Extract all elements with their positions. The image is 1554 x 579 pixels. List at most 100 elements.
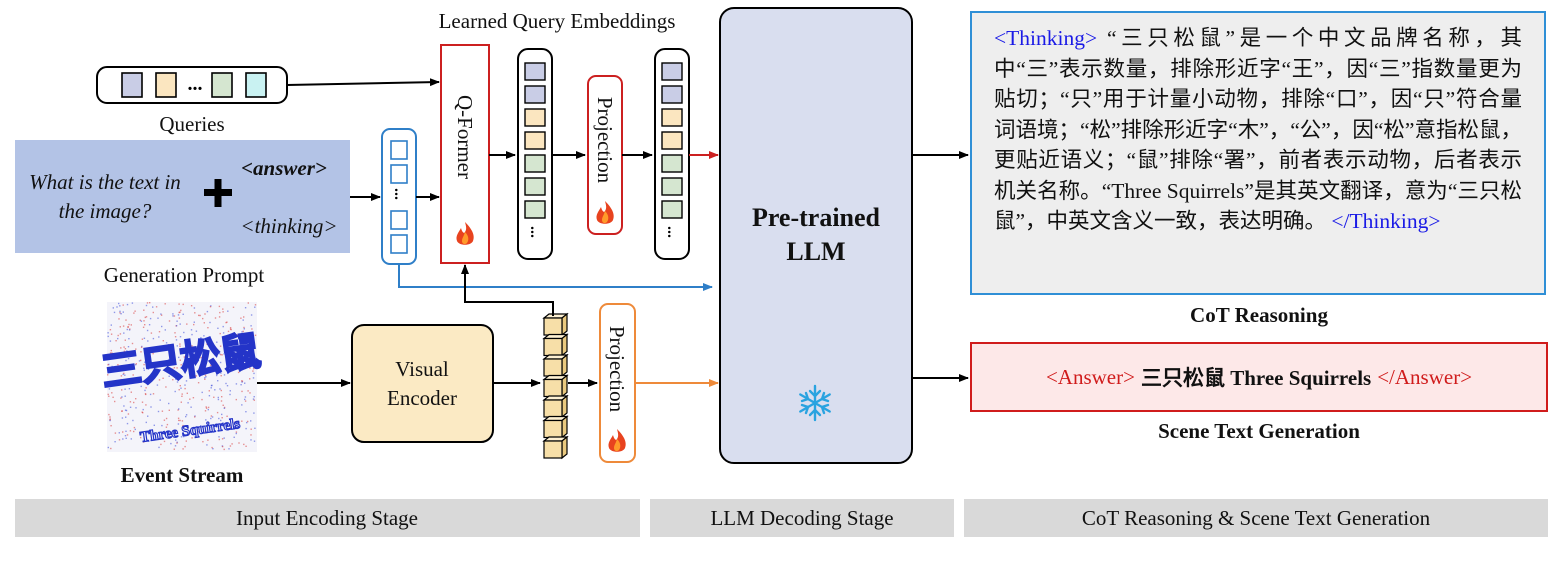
event-noise-dot [180, 366, 182, 369]
event-noise-dot [174, 390, 176, 393]
event-noise-dot [130, 391, 132, 393]
event-noise-dot [210, 364, 212, 366]
thinking-open-tag: <Thinking> [994, 26, 1098, 50]
event-noise-dot [111, 365, 113, 368]
event-noise-dot [196, 361, 198, 363]
event-noise-dot [194, 312, 196, 314]
stage-output-label: CoT Reasoning & Scene Text Generation [1082, 506, 1431, 530]
event-noise-dot [186, 323, 188, 325]
event-noise-dot [250, 314, 253, 316]
projected-token [661, 62, 683, 81]
event-noise-dot [124, 348, 127, 350]
event-noise-dot [124, 409, 127, 411]
event-noise-dot [120, 378, 122, 381]
answer-tag: <answer> [241, 156, 327, 180]
event-noise-dot [163, 440, 166, 443]
event-noise-dot [216, 411, 219, 414]
event-noise-dot [218, 438, 220, 441]
visual-token-side [561, 415, 568, 439]
prompt-token [390, 140, 408, 160]
event-noise-dot [162, 377, 164, 379]
event-noise-dot [202, 441, 204, 443]
event-noise-dot [243, 326, 245, 329]
event-noise-dot [162, 340, 164, 342]
event-noise-dot [120, 368, 122, 370]
event-noise-dot [181, 393, 183, 395]
event-noise-dot [126, 422, 129, 425]
event-noise-dot [244, 400, 247, 402]
event-noise-dot [231, 443, 233, 445]
event-noise-dot [226, 321, 228, 323]
prompt-token [390, 210, 408, 230]
event-noise-dot [235, 432, 237, 435]
event-noise-dot [118, 432, 120, 434]
event-noise-dot [221, 417, 223, 419]
event-noise-dot [120, 375, 123, 377]
event-noise-dot [122, 438, 124, 440]
event-noise-dot [109, 352, 112, 354]
event-noise-dot [250, 434, 252, 436]
event-noise-dot [206, 354, 208, 357]
event-noise-dot [175, 325, 178, 327]
event-noise-dot [160, 314, 163, 316]
event-noise-dot [238, 353, 240, 355]
event-noise-dot [152, 337, 155, 340]
event-noise-dot [245, 411, 247, 413]
event-noise-dot [127, 346, 130, 348]
llm-label-line1: Pre-trained [752, 203, 881, 232]
event-noise-dot [178, 356, 180, 359]
event-noise-dot [195, 375, 197, 377]
event-noise-dot [250, 325, 252, 327]
event-noise-dot [212, 431, 215, 433]
event-noise-dot [167, 344, 170, 346]
event-noise-dot [225, 354, 228, 356]
event-noise-dot [140, 320, 143, 322]
event-noise-dot [222, 311, 224, 313]
event-noise-dot [123, 346, 125, 348]
event-noise-dot [206, 310, 209, 313]
event-noise-dot [124, 395, 126, 397]
event-noise-dot [221, 445, 224, 448]
event-noise-dot [174, 332, 176, 334]
event-noise-dot [118, 302, 120, 305]
event-noise-dot [208, 395, 211, 397]
event-noise-dot [182, 313, 184, 315]
answer-box: <Answer>三只松鼠 Three Squirrels</Answer> [970, 342, 1548, 412]
event-noise-dot [135, 364, 137, 366]
event-noise-dot [251, 356, 254, 358]
projection-bottom-label: Projection [605, 326, 629, 413]
visual-token-side [561, 394, 568, 419]
scene-text-generation-label: Scene Text Generation [1158, 419, 1360, 443]
event-noise-dot [234, 421, 236, 423]
event-noise-dot [143, 441, 145, 443]
event-noise-dot [124, 388, 126, 390]
event-noise-dot [160, 443, 162, 446]
event-noise-dot [143, 367, 145, 369]
event-noise-dot [241, 404, 243, 406]
event-noise-dot [158, 331, 161, 333]
event-noise-dot [237, 365, 239, 367]
prompt-token-column: ... [381, 128, 417, 265]
cot-reasoning-label: CoT Reasoning [1190, 303, 1328, 327]
query-output-token [524, 177, 546, 196]
event-noise-dot [159, 361, 162, 364]
event-noise-dot [216, 352, 218, 354]
event-noise-dot [175, 378, 177, 380]
event-noise-dot [222, 308, 224, 310]
learned-query-embeddings-label: Learned Query Embeddings [439, 9, 676, 33]
event-noise-dot [251, 328, 253, 330]
event-stream-label: Event Stream [121, 463, 244, 487]
event-noise-dot [164, 303, 166, 305]
event-noise-dot [152, 393, 155, 395]
event-noise-dot [111, 381, 113, 383]
projected-token [661, 108, 683, 127]
event-noise-dot [220, 400, 223, 402]
query-output-token [524, 200, 546, 219]
event-noise-dot [226, 415, 228, 417]
event-noise-dot [122, 431, 124, 433]
event-noise-dot [120, 354, 122, 356]
event-noise-dot [253, 399, 255, 401]
event-noise-dot [209, 321, 211, 324]
event-noise-dot [194, 353, 196, 355]
plus-icon [204, 179, 232, 207]
